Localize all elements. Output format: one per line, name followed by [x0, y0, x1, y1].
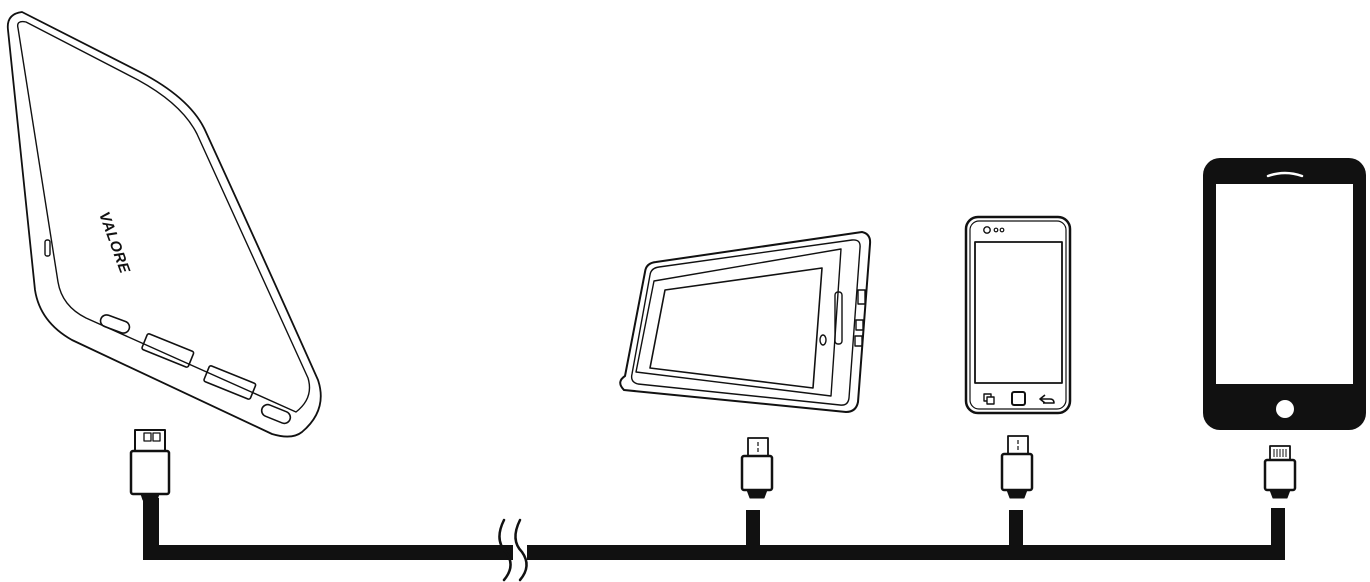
lightning-plug-icon: [1263, 445, 1297, 499]
tablet-home-button-icon: [819, 334, 827, 346]
micro-usb-plug-tablet-icon: [740, 437, 774, 499]
android-phone-icon: [964, 215, 1072, 415]
iphone-home-button-icon: [1276, 400, 1294, 418]
usb-port-2-icon: [203, 365, 257, 400]
usb-a-plug-icon: [129, 429, 171, 501]
side-led-icon: [44, 239, 51, 257]
android-screen: [974, 241, 1063, 384]
iphone-screen: [1216, 184, 1353, 384]
cable-trunk: [143, 498, 1285, 560]
type-c-port-icon: [260, 403, 292, 425]
usb-port-1-icon: [141, 333, 195, 368]
iphone-speaker-icon: [1266, 171, 1304, 178]
micro-usb-plug-android-icon: [1000, 435, 1034, 499]
power-bank-brand: VALORE: [95, 210, 133, 277]
power-bank-icon: VALORE: [6, 11, 322, 438]
cable-break-icon: [498, 518, 528, 582]
micro-usb-port-icon: [99, 314, 131, 334]
back-button-icon: [1039, 394, 1055, 404]
tablet-icon: [619, 231, 872, 413]
iphone-icon: [1203, 158, 1366, 430]
menu-button-icon: [983, 393, 995, 405]
front-camera-icon: [983, 226, 991, 234]
home-button-icon: [1011, 391, 1026, 406]
tablet-side-slot-icon: [834, 291, 843, 345]
